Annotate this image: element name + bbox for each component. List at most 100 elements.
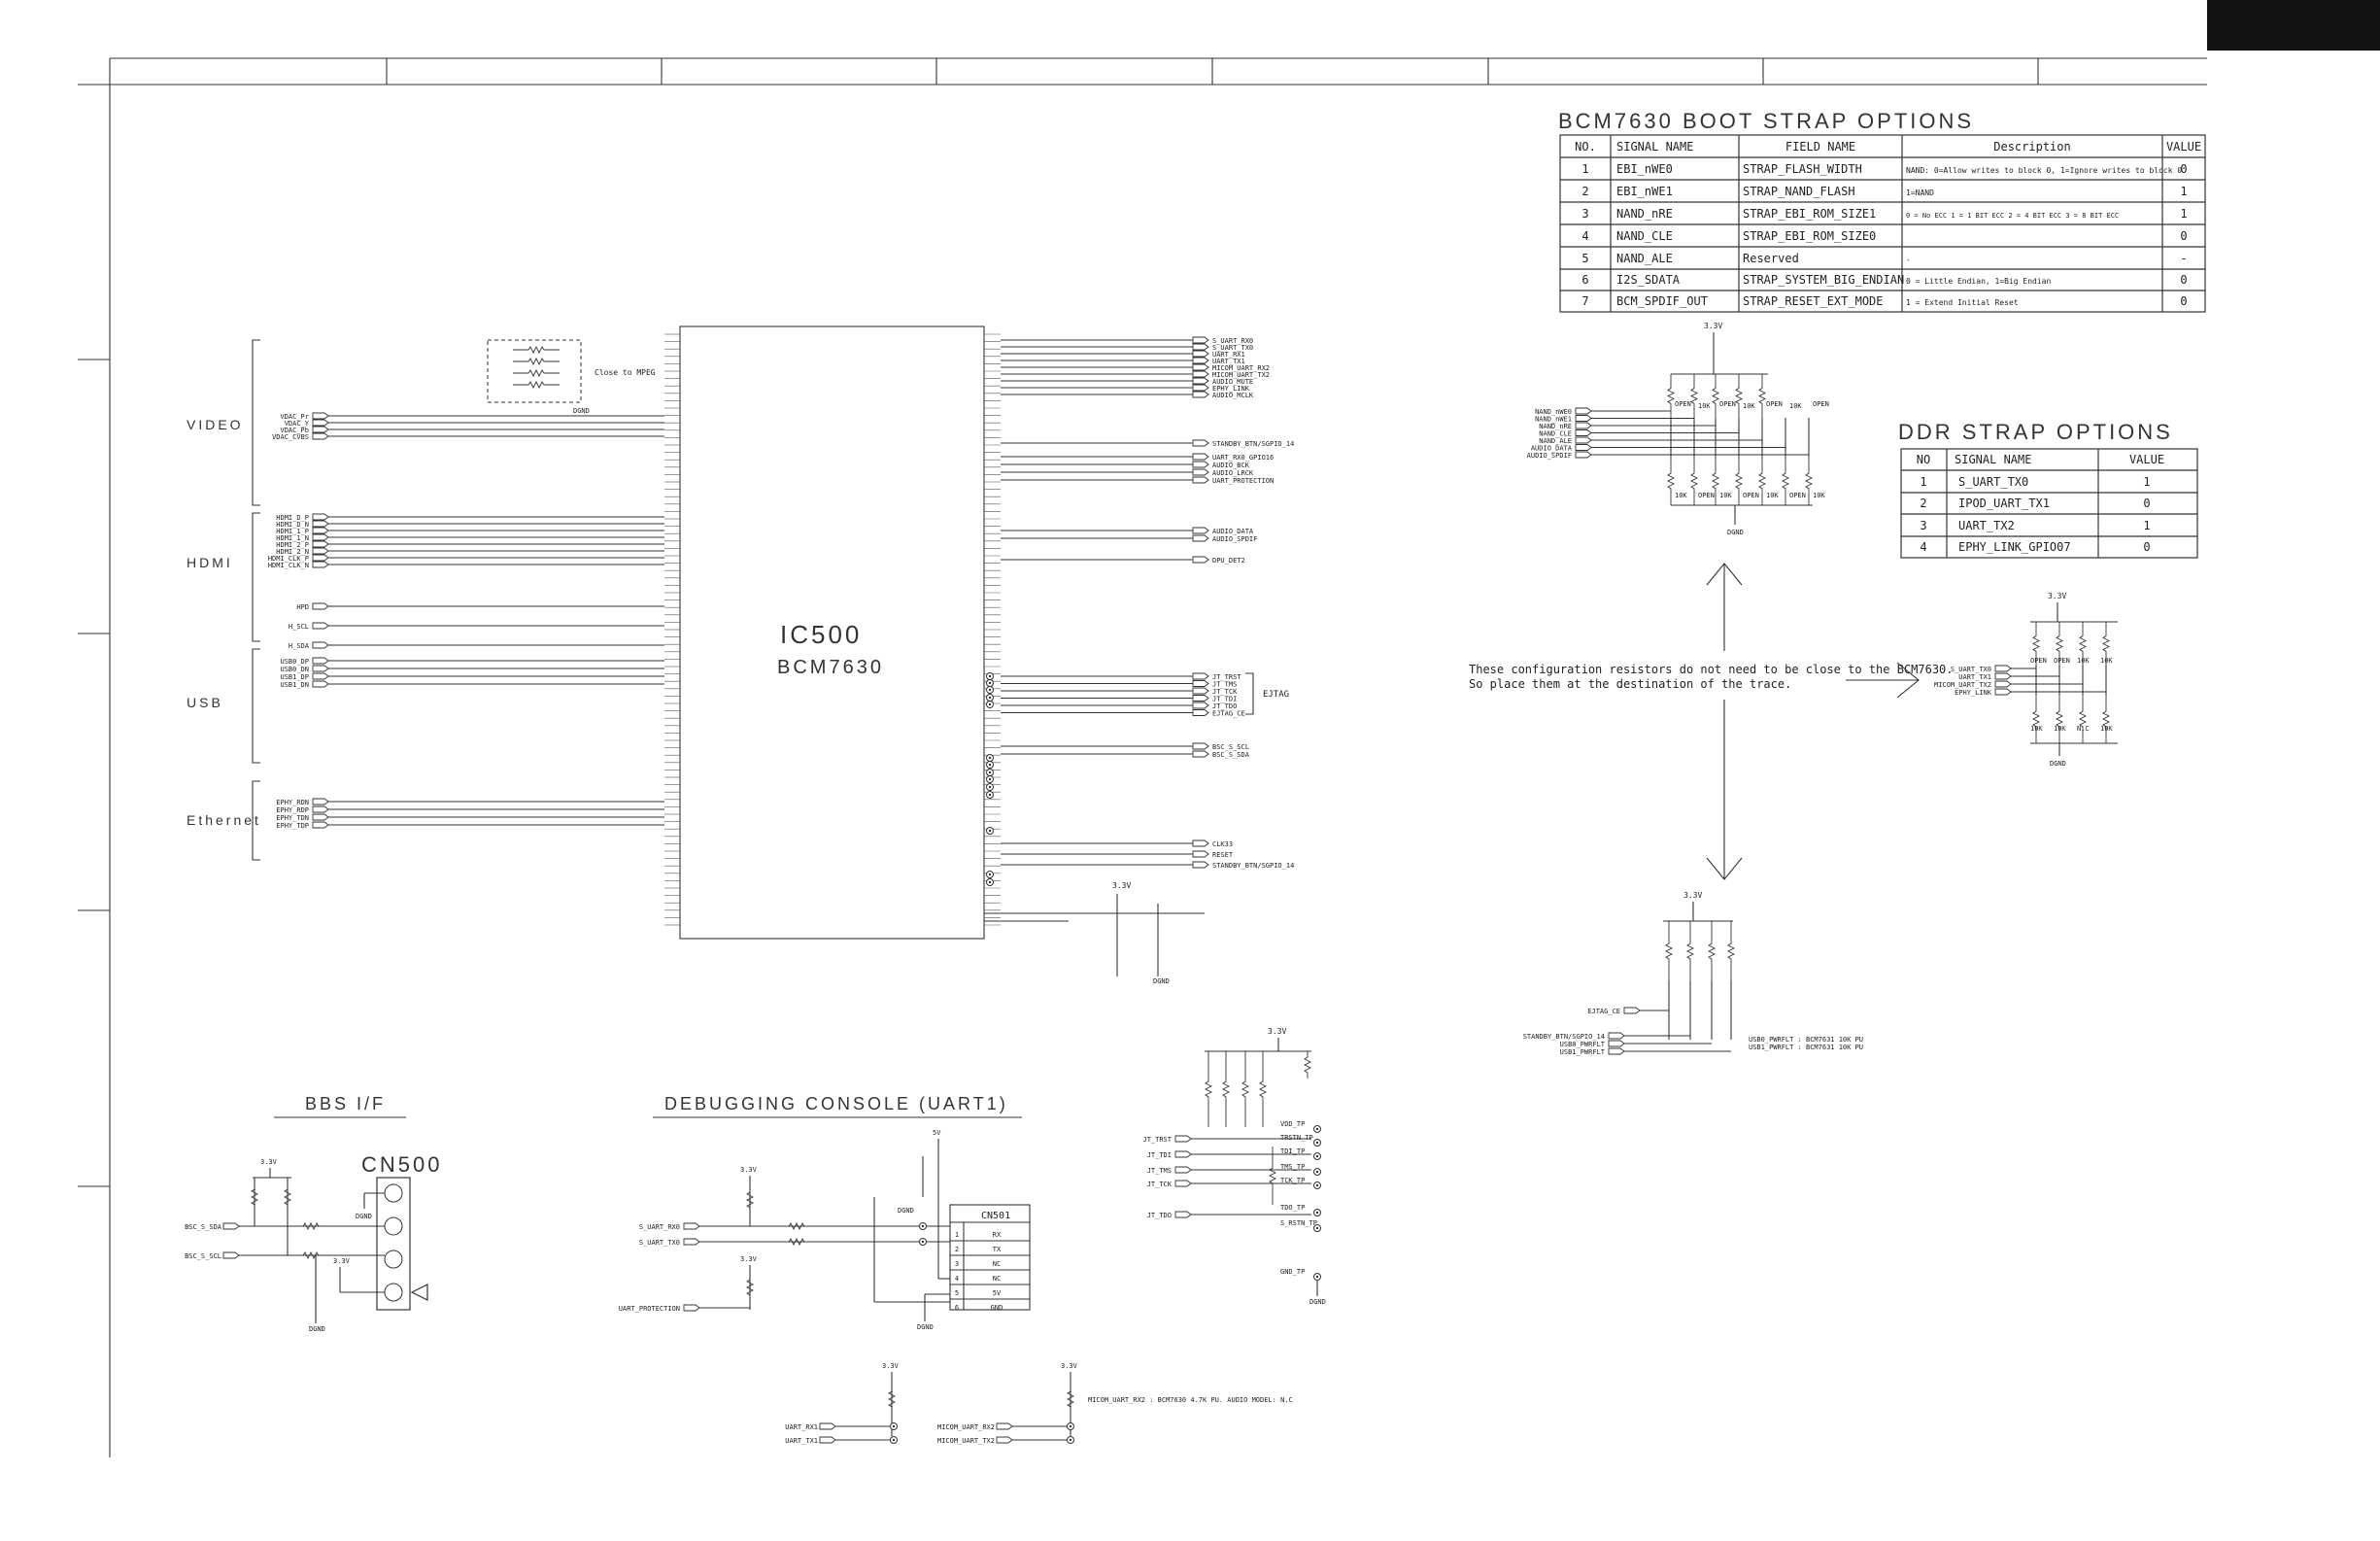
test-point-dot <box>892 1424 896 1428</box>
resistor-icon <box>2055 622 2064 666</box>
svg-text:EBI_nWE0: EBI_nWE0 <box>1616 162 1673 176</box>
port-arrow-icon <box>1174 1180 1192 1187</box>
signal-label: EPHY_RDP <box>276 806 309 814</box>
port-arrow-icon <box>312 821 329 829</box>
resistor-value: 10K <box>2030 725 2043 733</box>
port-arrow-icon <box>1174 1211 1192 1218</box>
signal-label: EPHY_TDN <box>276 814 309 822</box>
svg-text:NAND_nRE: NAND_nRE <box>1616 207 1673 221</box>
port-arrow-icon <box>1192 357 1209 364</box>
signal-label: AUDIO_DATA <box>1531 445 1573 453</box>
port-arrow-icon <box>1575 444 1592 451</box>
signal-label: EPHY_LINK <box>1212 385 1250 393</box>
signal-label: USB0_DN <box>280 666 309 673</box>
cn500-body <box>376 1177 411 1311</box>
signal-label: UART_PROTECTION <box>619 1305 680 1313</box>
bottom-note: MICOM_UART_RX2 : BCM7630 4.7K PU. AUDIO … <box>1088 1396 1293 1404</box>
resistor-value: 10K <box>1766 492 1779 499</box>
tp-label: TMS_TP <box>1280 1163 1305 1171</box>
port-arrow-icon <box>1192 350 1209 358</box>
port-arrow-icon <box>312 426 329 433</box>
port-arrow-icon <box>1192 336 1209 344</box>
bbs-interface: BBS I/F CN500 3.3V DGND 3.3V DGND BSC_S_… <box>185 1094 439 1333</box>
debug-title: DEBUGGING CONSOLE (UART1) <box>664 1094 1008 1113</box>
strap-inputs: NAND_nWE0NAND_nWE1NAND_nRENAND_CLENAND_A… <box>1527 407 1810 460</box>
cn501-label: CN501 <box>981 1211 1010 1221</box>
bbs-dgnd-b: DGND <box>309 1325 325 1333</box>
resistor-icon <box>745 1273 755 1302</box>
ddr-strap-title: DDR STRAP OPTIONS <box>1898 420 2173 444</box>
resistor-value: OPEN <box>1698 492 1715 499</box>
test-point-dot <box>1315 1211 1319 1215</box>
port-arrow-icon <box>1575 422 1592 429</box>
svg-text:0: 0 <box>2180 294 2187 308</box>
signal-label: JT_TMS <box>1212 681 1237 689</box>
signal-label: MICOM_UART_TX2 <box>937 1437 995 1445</box>
signal-label: BSC_S_SCL <box>1212 743 1249 751</box>
table-row: 6 I2S_SDATA STRAP_SYSTEM_BIG_ENDIAN 0 = … <box>1581 273 2187 287</box>
port-arrow-icon <box>1192 680 1209 687</box>
port-arrow-icon <box>819 1422 836 1430</box>
left-ports: VDAC_PrVDAC_YVDAC_PbVDAC_CVBSHDMI_D_PHDM… <box>268 345 664 830</box>
bs-h-signal: SIGNAL NAME <box>1616 140 1693 154</box>
resistor-icon <box>758 1237 835 1247</box>
signal-label: H_SCL <box>289 623 309 631</box>
bbs-3v3-b: 3.3V <box>333 1257 351 1265</box>
port-arrow-icon <box>312 561 329 568</box>
resistor-icon <box>2101 695 2111 743</box>
signal-label: HDMI_D_P <box>276 514 309 522</box>
test-point-dot <box>988 696 992 700</box>
strap-resistor-array: OPEN10K10KOPENOPEN10K10KOPENOPEN10K10KOP… <box>1666 374 1829 505</box>
svg-text:4: 4 <box>1920 540 1926 554</box>
port-arrow-icon <box>1192 461 1209 468</box>
resistor-value: OPEN <box>2054 657 2070 665</box>
pwrflt-pullups: 3.3V EJTAG_CESTANDBY_BTN/SGPIO_14USB0_PW… <box>1523 891 1863 1056</box>
signal-label: S_UART_TX0 <box>1212 344 1253 352</box>
port-arrow-icon <box>312 602 329 610</box>
svg-text:0 = Little Endian, 1=Big End: 0 = Little Endian, 1=Big Endian <box>1906 277 2051 286</box>
resistor-icon <box>283 1180 292 1215</box>
resistor-value: OPEN <box>2030 657 2047 665</box>
table-row: 4 EPHY_LINK_GPIO07 0 <box>1920 540 2150 554</box>
ddr-3v3: 3.3V <box>2048 592 2066 600</box>
svg-text:1 = Extend Initial Reset: 1 = Extend Initial Reset <box>1906 298 2019 307</box>
svg-text:1=NAND: 1=NAND <box>1906 188 1934 197</box>
svg-text:1: 1 <box>2180 185 2187 198</box>
signal-groups: VIDEO HDMI USB Ethernet <box>187 339 260 861</box>
cn501-pin-num: 3 <box>955 1260 959 1268</box>
resistor-value: OPEN <box>1813 400 1829 408</box>
svg-text:STRAP_EBI_ROM_SIZE0: STRAP_EBI_ROM_SIZE0 <box>1743 229 1876 243</box>
resistor-icon <box>1734 457 1744 505</box>
arrow-down-icon <box>1706 700 1743 880</box>
resistor-value: 10K <box>1698 402 1711 410</box>
ic-right-pins <box>984 333 1001 926</box>
svg-text:STRAP_FLASH_WIDTH: STRAP_FLASH_WIDTH <box>1743 162 1862 176</box>
bottom-ports: UART_RX1UART_TX1MICOM_UART_RX2MICOM_UART… <box>785 1380 1075 1445</box>
port-arrow-icon <box>996 1436 1013 1444</box>
signal-label: EPHY_TDP <box>276 822 309 830</box>
lr-inputs: EJTAG_CESTANDBY_BTN/SGPIO_14USB0_PWRFLTU… <box>1523 1007 1731 1056</box>
ddr-dgnd: DGND <box>2050 760 2066 768</box>
signal-label: S_UART_TX0 <box>639 1239 680 1247</box>
test-point-dot <box>921 1240 925 1244</box>
signal-label: HDMI_1_N <box>276 534 309 542</box>
ic-part: BCM7630 <box>777 657 884 678</box>
signal-label: AUDIO_SPDIF <box>1527 452 1572 460</box>
resistor-icon <box>745 1181 755 1219</box>
resistor-icon <box>513 345 560 355</box>
signal-label: UART_TX1 <box>785 1437 818 1445</box>
cn501-pin-num: 2 <box>955 1246 959 1253</box>
cn501-pin-name: 5V <box>993 1289 1002 1297</box>
port-arrow-icon <box>1192 391 1209 398</box>
signal-label: EPHY_RDN <box>276 799 309 806</box>
resistor-icon <box>1757 374 1767 418</box>
port-arrow-icon <box>312 680 329 688</box>
port-arrow-icon <box>1575 407 1592 415</box>
signal-label: DPU_DET2 <box>1212 557 1245 565</box>
port-arrow-icon <box>1192 476 1209 484</box>
svg-text:7: 7 <box>1581 294 1588 308</box>
